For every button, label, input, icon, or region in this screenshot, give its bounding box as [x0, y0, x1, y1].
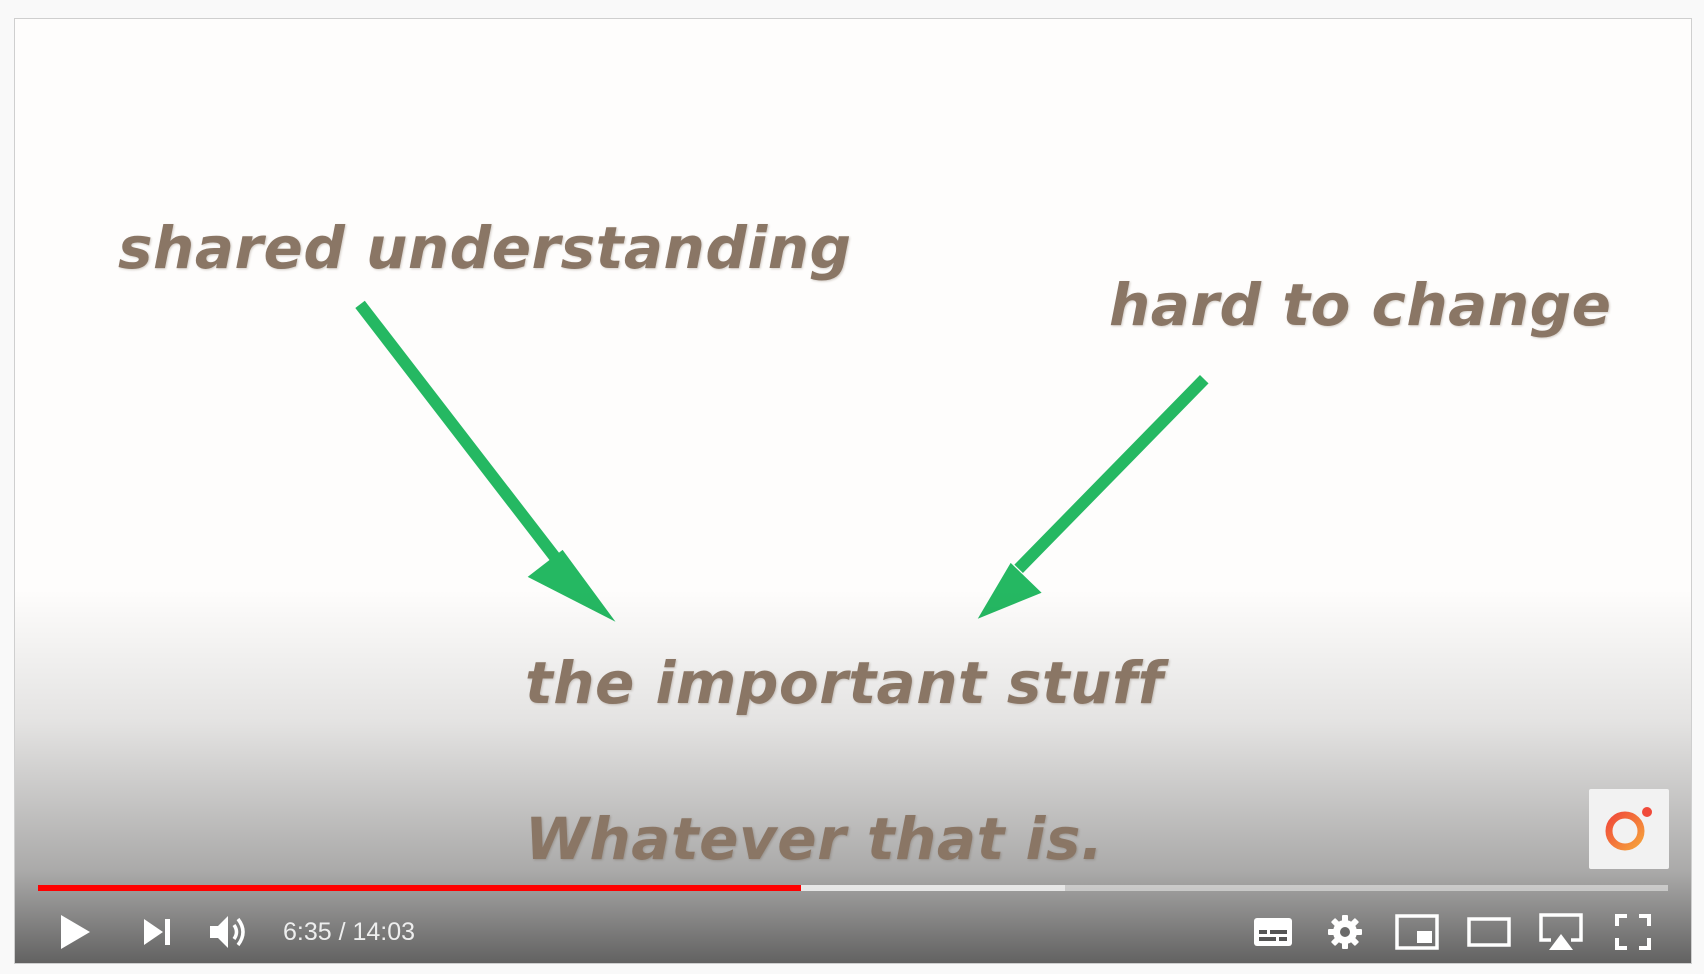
next-button[interactable]	[125, 904, 189, 960]
subtitles-button[interactable]	[1237, 904, 1309, 960]
settings-button[interactable]	[1309, 904, 1381, 960]
time-display: 6:35 / 14:03	[283, 917, 416, 946]
slide-text-hard-to-change: hard to change	[1109, 271, 1612, 339]
fullscreen-button[interactable]	[1597, 904, 1669, 960]
theater-mode-button[interactable]	[1453, 904, 1525, 960]
progress-played	[38, 885, 802, 891]
miniplayer-button[interactable]	[1381, 904, 1453, 960]
mute-button[interactable]	[197, 904, 261, 960]
video-frame[interactable]: shared understanding hard to change the …	[15, 19, 1691, 963]
play-button[interactable]	[43, 904, 107, 960]
arrow-left	[355, 300, 616, 622]
airplay-icon	[1539, 913, 1583, 950]
slide-text-the-important-stuff: the important stuff	[525, 649, 1164, 717]
play-icon	[61, 915, 90, 949]
theater-mode-icon	[1467, 917, 1511, 947]
player-controls: 6:35 / 14:03	[15, 899, 1691, 963]
miniplayer-icon	[1395, 914, 1439, 950]
video-player[interactable]: shared understanding hard to change the …	[14, 18, 1692, 964]
subtitles-icon	[1254, 918, 1292, 946]
gear-icon	[1328, 915, 1362, 949]
arrow-right	[977, 375, 1209, 619]
volume-icon	[210, 916, 245, 948]
fullscreen-icon	[1615, 914, 1651, 950]
progress-bar[interactable]	[38, 885, 1668, 891]
next-icon	[144, 919, 170, 945]
channel-logo-icon	[1605, 807, 1652, 851]
channel-watermark[interactable]	[1589, 789, 1669, 869]
slide-text-whatever-that-is: Whatever that is.	[525, 805, 1104, 873]
airplay-button[interactable]	[1525, 904, 1597, 960]
slide-text-shared-understanding: shared understanding	[118, 214, 852, 282]
